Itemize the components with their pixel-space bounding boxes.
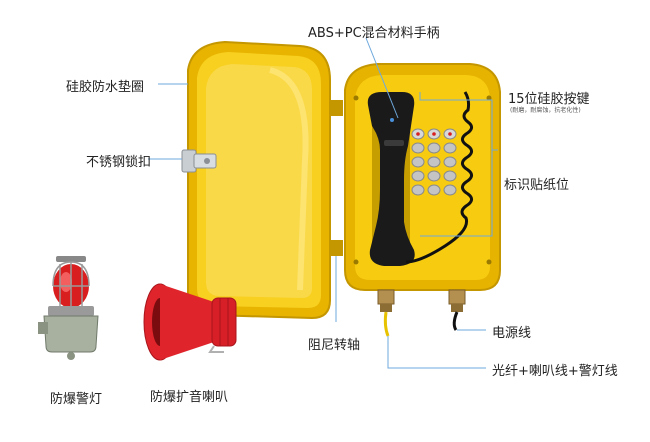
keypad-key [411, 170, 425, 182]
keypad-key [427, 142, 441, 154]
stainless-lock-latch [181, 149, 217, 173]
coiled-cord [405, 91, 473, 264]
keypad-key [427, 156, 441, 168]
phone-door [187, 40, 331, 320]
explosion-proof-horn-speaker [143, 283, 237, 361]
label-label-paper: 标识贴纸位 [504, 178, 570, 193]
keypad-key [427, 184, 441, 196]
label-silicone-keys: 15位硅胶按键 [508, 92, 590, 107]
keypad-key [411, 184, 425, 196]
callout-lines [148, 37, 498, 369]
keypad-key [443, 184, 457, 196]
damping-hinge [329, 100, 343, 256]
keypad-key [443, 156, 457, 168]
keypad-key [411, 142, 425, 154]
cable-glands [377, 289, 466, 337]
label-explosion-lamp: 防爆警灯 [50, 392, 103, 407]
label-stainless-lock: 不锈钢锁扣 [86, 155, 152, 170]
label-power-cable: 电源线 [492, 326, 532, 341]
label-damping-hinge: 阻尼转轴 [308, 338, 361, 353]
keypad-key-indicator [448, 132, 452, 136]
explosion-proof-lamp [38, 256, 99, 360]
keypad-key-indicator [432, 132, 436, 136]
keypad-key-indicator [416, 132, 420, 136]
label-fiber-cable: 光纤+喇叭线+警灯线 [492, 364, 618, 379]
keypad-key [443, 170, 457, 182]
keypad-key [411, 156, 425, 168]
label-silicone-gasket: 硅胶防水垫圈 [66, 80, 145, 95]
keypad [411, 128, 457, 196]
handset [367, 92, 415, 266]
keypad-key [427, 170, 441, 182]
label-silicone-keys-note: (耐磨，耐腐蚀，抗老化性) [510, 107, 581, 114]
label-explosion-speaker: 防爆扩音喇叭 [150, 390, 229, 405]
label-handset-material: ABS+PC混合材料手柄 [308, 26, 440, 41]
keypad-key [443, 142, 457, 154]
